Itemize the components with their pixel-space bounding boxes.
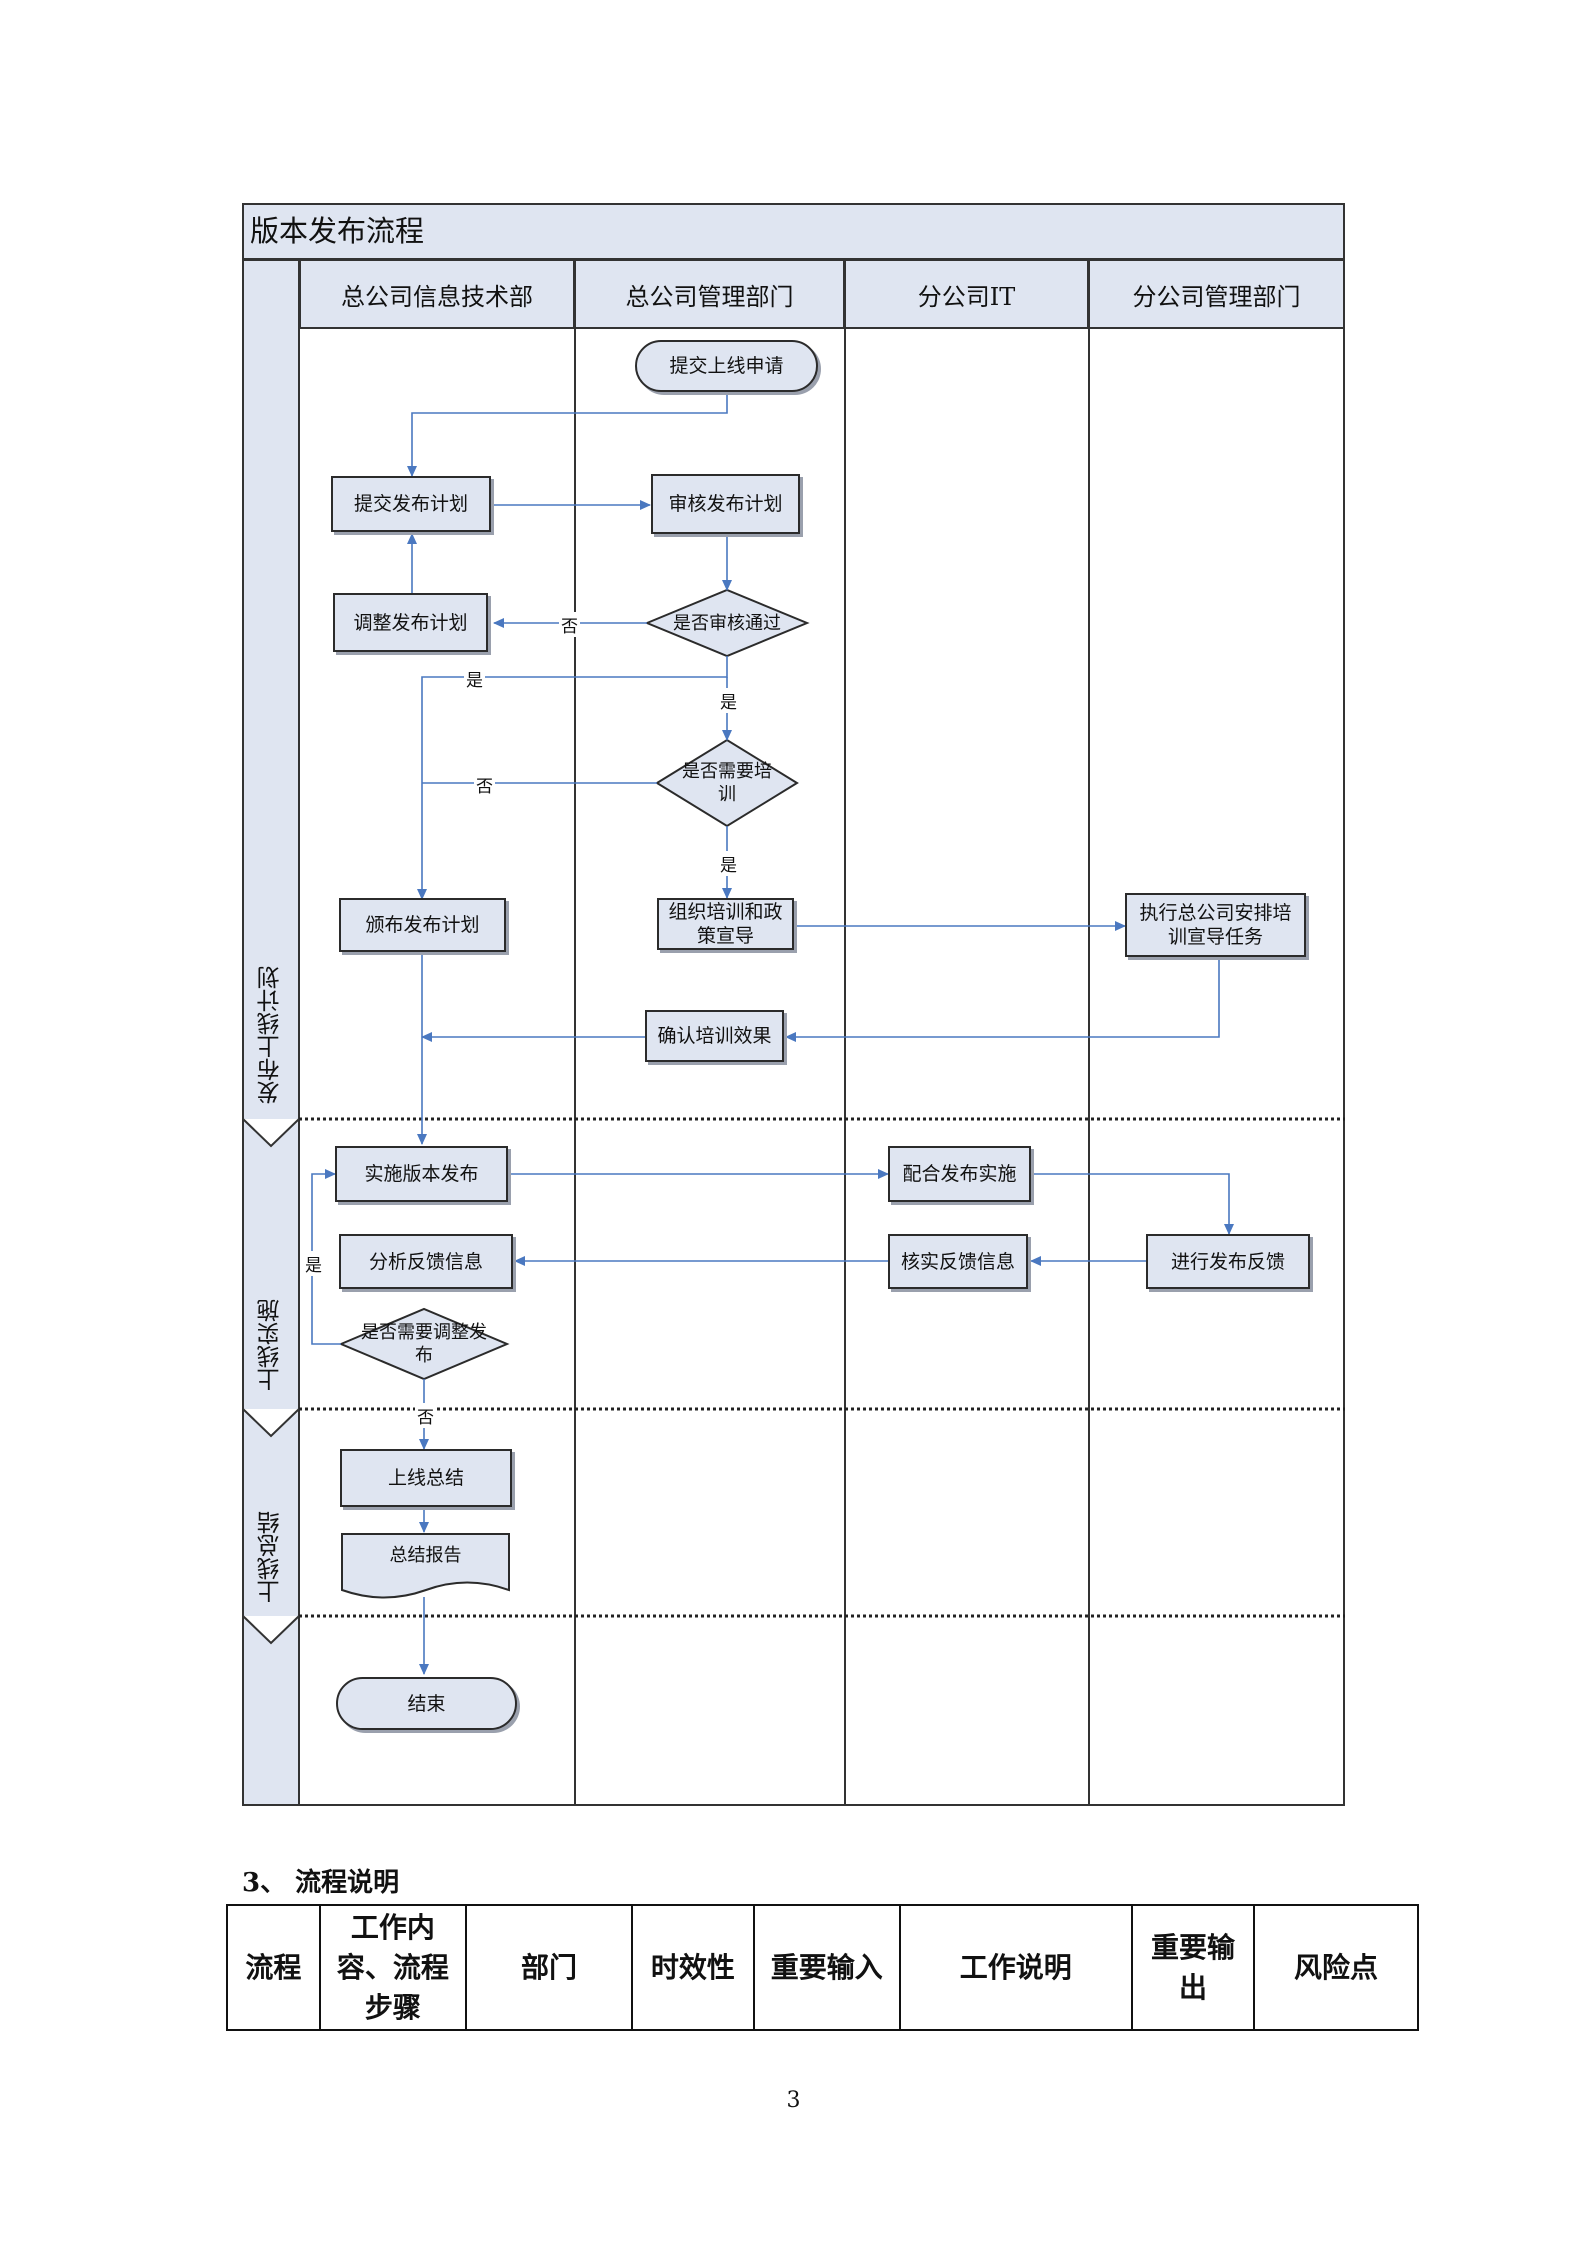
table-header-cell: 流程 bbox=[226, 1904, 321, 2031]
table-header-cell: 时效性 bbox=[630, 1904, 755, 2031]
node-give-feedback: 进行发布反馈 bbox=[1146, 1234, 1310, 1289]
node-end: 结束 bbox=[336, 1677, 517, 1730]
edge-label-yes: 是 bbox=[718, 688, 739, 713]
table-header-cell: 重要输入 bbox=[752, 1904, 901, 2031]
node-assist-release: 配合发布实施 bbox=[888, 1146, 1031, 1202]
document-shape bbox=[341, 1533, 510, 1599]
node-verify-feedback: 核实反馈信息 bbox=[888, 1234, 1028, 1289]
table-header-cell: 重要输出 bbox=[1131, 1904, 1255, 2031]
lane-dividers bbox=[298, 328, 1090, 1806]
node-online-summary: 上线总结 bbox=[340, 1449, 512, 1507]
table-header-cell: 风险点 bbox=[1252, 1904, 1420, 2031]
table-header-row: 流程 工作内容、流程步骤 部门 时效性 重要输入 工作说明 重要输出 风险点 bbox=[226, 1904, 1420, 2031]
decision-diamonds bbox=[338, 588, 810, 1381]
phase-label-plan: 发布上线计划 bbox=[258, 966, 284, 1104]
node-analyze-feedback: 分析反馈信息 bbox=[339, 1234, 513, 1289]
table-header-cell: 工作说明 bbox=[898, 1904, 1134, 2031]
table-header-cell: 部门 bbox=[465, 1904, 633, 2031]
edge-label-yes: 是 bbox=[718, 851, 739, 876]
node-execute-training: 执行总公司安排培训宣导任务 bbox=[1125, 893, 1306, 957]
edge-label-yes: 是 bbox=[464, 666, 485, 691]
lane-header-hq-mgmt: 总公司管理部门 bbox=[574, 259, 845, 329]
node-implement-release: 实施版本发布 bbox=[335, 1146, 508, 1202]
node-confirm-training: 确认培训效果 bbox=[645, 1010, 784, 1062]
node-review-passed: 是否审核通过 bbox=[673, 612, 781, 634]
process-description-table: 流程 工作内容、流程步骤 部门 时效性 重要输入 工作说明 重要输出 风险点 bbox=[226, 1904, 1420, 2031]
phase-separators bbox=[299, 1117, 1345, 1618]
node-training-needed: 是否需要培训 bbox=[682, 761, 772, 805]
edge-label-no: 否 bbox=[415, 1403, 436, 1428]
phase-chevrons bbox=[242, 1118, 300, 1645]
phase-column bbox=[242, 259, 300, 1806]
lane-header-hq-it: 总公司信息技术部 bbox=[299, 259, 575, 329]
node-adjust-needed: 是否需要调整发布 bbox=[361, 1322, 487, 1366]
phase-label-summary: 上线总结 bbox=[258, 1511, 284, 1604]
edge-label-no: 否 bbox=[559, 612, 580, 637]
lane-header-branch-it: 分公司IT bbox=[844, 259, 1089, 329]
page-number: 3 bbox=[786, 2088, 801, 2113]
node-review-release-plan: 审核发布计划 bbox=[651, 474, 800, 534]
edge-label-no: 否 bbox=[474, 772, 495, 797]
node-organize-training: 组织培训和政策宣导 bbox=[657, 898, 794, 950]
node-submit-release-plan: 提交发布计划 bbox=[331, 476, 491, 532]
node-issue-release-plan: 颁布发布计划 bbox=[339, 898, 506, 952]
phase-label-implement: 上线实施 bbox=[258, 1299, 284, 1391]
node-adjust-release-plan: 调整发布计划 bbox=[333, 593, 488, 652]
lane-header-branch-mgmt: 分公司管理部门 bbox=[1088, 259, 1345, 329]
node-summary-report: 总结报告 bbox=[389, 1544, 462, 1566]
table-header-cell: 工作内容、流程步骤 bbox=[318, 1904, 468, 2031]
section-title: 3、 流程说明 bbox=[242, 1868, 400, 1898]
connectors bbox=[311, 394, 1234, 1675]
node-submit-online-request: 提交上线申请 bbox=[635, 340, 818, 392]
edge-label-yes: 是 bbox=[303, 1251, 324, 1276]
